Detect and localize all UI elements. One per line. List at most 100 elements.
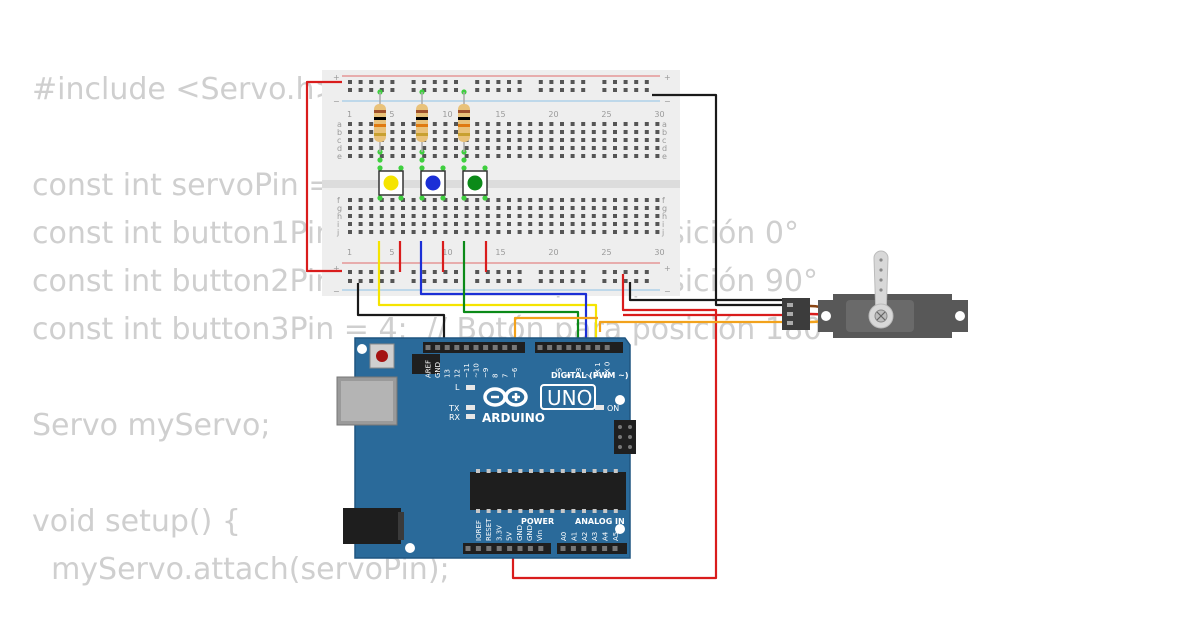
row-letter: h [337, 212, 342, 221]
breadboard-hole [655, 154, 660, 158]
breadboard-hole [454, 138, 458, 142]
breadboard-hole [401, 222, 405, 226]
rail-hole [496, 279, 501, 283]
analog-pin-label: A4 [602, 531, 610, 541]
breadboard-hole [634, 206, 639, 210]
header-pin[interactable] [538, 546, 544, 551]
header-pin[interactable] [537, 345, 543, 350]
breadboard-hole [485, 122, 490, 126]
rail-hole [379, 88, 384, 92]
column-number: 15 [495, 110, 505, 119]
header-pin[interactable] [602, 546, 608, 551]
header-pin[interactable] [425, 345, 431, 350]
breadboard-hole [623, 138, 628, 142]
header-pin[interactable] [483, 345, 489, 350]
breadboard-hole [655, 138, 660, 142]
header-pin[interactable] [507, 546, 513, 551]
rail-hole [411, 88, 416, 92]
breadboard-hole [623, 222, 628, 226]
breadboard-hole [549, 146, 554, 150]
breadboard-hole [644, 154, 649, 158]
chip-pin [582, 509, 586, 513]
header-pin[interactable] [473, 345, 479, 350]
header-pin[interactable] [570, 546, 576, 551]
header-pin[interactable] [556, 345, 562, 350]
chip-pin [518, 509, 523, 513]
header-pin[interactable] [511, 345, 517, 350]
rail-hole [634, 279, 639, 283]
header-pin[interactable] [575, 345, 581, 350]
rail-hole [411, 270, 416, 274]
header-pin[interactable] [496, 546, 502, 551]
breadboard-hole [507, 206, 511, 210]
breadboard-hole [528, 222, 533, 226]
header-pin[interactable] [527, 546, 533, 551]
breadboard-hole [581, 130, 586, 134]
rail-hole [507, 279, 511, 283]
header-pin[interactable] [465, 546, 471, 551]
rail-hole [348, 80, 352, 84]
rail-hole [496, 80, 501, 84]
column-number: 20 [548, 248, 558, 257]
breadboard-hole [379, 206, 384, 210]
breadboard-hole [549, 222, 554, 226]
rail-hole [379, 80, 384, 84]
breadboard-hole [602, 130, 607, 134]
resistor [374, 92, 386, 152]
connected-hole [419, 157, 425, 163]
rail-hole [422, 270, 427, 274]
breadboard-hole [443, 138, 448, 142]
breadboard-hole [348, 154, 352, 158]
breadboard-hole [560, 198, 564, 202]
row-letter: b [337, 128, 342, 137]
pushbutton-blue[interactable] [420, 170, 446, 196]
header-pin[interactable] [486, 546, 492, 551]
rail-hole [634, 270, 639, 274]
breadboard-hole [613, 122, 617, 126]
breadboard-hole [422, 154, 427, 158]
header-pin[interactable] [475, 546, 481, 551]
pushbutton-yellow[interactable] [378, 170, 404, 196]
rail-hole [602, 279, 607, 283]
breadboard-hole [644, 130, 649, 134]
breadboard-hole [655, 230, 660, 234]
breadboard-hole [432, 214, 437, 218]
analog-pin-label: A5 [612, 532, 620, 541]
breadboard-hole [485, 198, 490, 202]
pushbutton-green[interactable] [462, 170, 488, 196]
header-pin[interactable] [560, 546, 566, 551]
breadboard-hole [560, 138, 564, 142]
header-pin[interactable] [595, 345, 601, 350]
breadboard-hole [634, 154, 639, 158]
chip-pin [550, 509, 555, 513]
header-pin[interactable] [591, 546, 597, 551]
chip-pin [507, 469, 512, 473]
header-pin[interactable] [492, 345, 498, 350]
breadboard-hole [517, 138, 522, 142]
header-pin[interactable] [604, 345, 610, 350]
breadboard-hole [560, 154, 564, 158]
header-pin[interactable] [585, 345, 591, 350]
breadboard-hole [464, 146, 469, 150]
header-pin[interactable] [581, 546, 587, 551]
header-pin[interactable] [547, 345, 553, 350]
wire-yellow-pin2 [377, 241, 598, 342]
rail-hole [507, 270, 511, 274]
rail-hole [390, 270, 395, 274]
header-pin[interactable] [517, 546, 523, 551]
connected-hole [398, 195, 404, 201]
header-pin[interactable] [463, 345, 469, 350]
chip-pin [476, 469, 480, 473]
breadboard-hole [591, 130, 596, 134]
header-pin[interactable] [454, 345, 460, 350]
rail-minus-sign: − [664, 287, 671, 296]
header-pin[interactable] [566, 345, 572, 350]
header-pin[interactable] [435, 345, 441, 350]
rail-hole [390, 88, 395, 92]
header-pin[interactable] [612, 546, 618, 551]
reset-button-cap[interactable] [376, 350, 388, 362]
header-pin[interactable] [444, 345, 450, 350]
header-pin[interactable] [502, 345, 508, 350]
breadboard-holes [348, 80, 660, 283]
